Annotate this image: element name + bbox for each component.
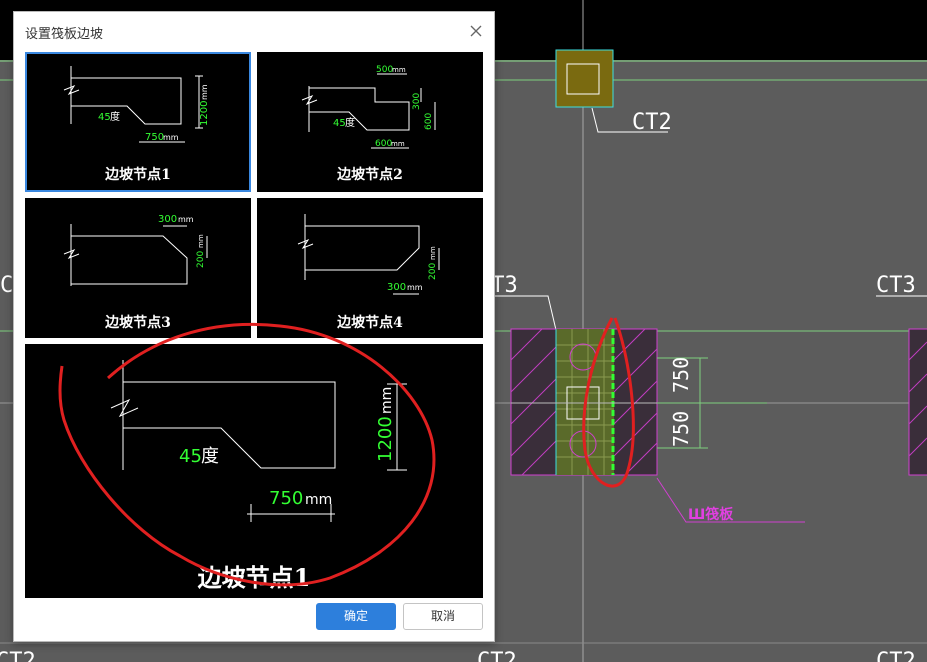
n1-angle-unit: 度: [110, 110, 120, 123]
ct3-right-hatch: [908, 341, 927, 457]
slope-node-3-caption: 边坡节点3: [105, 315, 171, 331]
n3-width: 300: [158, 214, 177, 225]
n2-angle: 45: [333, 118, 346, 129]
n2-top-width: 500: [376, 65, 393, 75]
preview-height-unit: mm: [379, 387, 395, 414]
slope-node-4-caption: 边坡节点4: [337, 315, 403, 331]
n3-width-unit: mm: [178, 215, 194, 224]
cad-label-ct2: CT2: [632, 110, 672, 135]
slope-node-3-diagram: 300 mm 200 mm: [63, 214, 208, 286]
preview-height: 1200: [375, 416, 396, 462]
dialog-titlebar[interactable]: 设置筏板边坡: [14, 12, 494, 50]
ct2-leader: [591, 107, 668, 133]
dialog-title: 设置筏板边坡: [25, 27, 104, 42]
n1-width: 750: [145, 132, 164, 143]
red-annotation-cad: [582, 317, 635, 488]
slope-node-2[interactable]: 500 mm 300 600 45 度 600 mm 边坡节点2: [257, 52, 483, 192]
n1-angle: 45: [98, 112, 111, 123]
n1-width-unit: mm: [163, 133, 179, 142]
cad-label-left: C: [0, 273, 13, 298]
preview-width: 750: [269, 488, 303, 509]
magenta-label: Ш筏板: [688, 506, 734, 523]
n1-height-unit: mm: [200, 84, 209, 100]
n2-top-width-unit: mm: [392, 66, 406, 74]
ok-button[interactable]: 确定: [316, 603, 396, 630]
preview-width-unit: mm: [305, 492, 332, 508]
slope-preview: 45 度 1200 mm 750 mm 边坡节点1: [25, 344, 483, 598]
n1-height: 1200: [199, 101, 210, 126]
n4-height: 200: [428, 263, 438, 280]
n2-bottom-width-unit: mm: [391, 140, 405, 148]
dim-750-top: 750: [669, 357, 693, 393]
cancel-button[interactable]: 取消: [403, 603, 483, 630]
n2-angle-unit: 度: [345, 116, 355, 129]
ct3-dimension-lines: [657, 357, 767, 449]
slope-node-4[interactable]: 300 mm 200 mm 边坡节点4: [257, 198, 483, 338]
ct3-right-footing[interactable]: [908, 328, 927, 476]
ct2-column: [566, 63, 600, 95]
n3-height: 200: [196, 251, 206, 268]
n2-height: 600: [424, 113, 434, 130]
n4-width: 300: [387, 282, 406, 293]
ct3-leader: [478, 295, 557, 331]
slope-dialog: 设置筏板边坡 45 度 1200 mm 750 mm 边坡节点1: [13, 11, 495, 642]
magenta-leader: [656, 477, 805, 523]
dim-750-bottom: 750: [669, 411, 693, 447]
ct2-footing[interactable]: [555, 49, 614, 108]
close-icon[interactable]: [468, 23, 484, 39]
n4-width-unit: mm: [407, 283, 423, 292]
cad-label-ct3-right: CT3: [876, 273, 916, 298]
n2-step-height: 300: [412, 93, 422, 110]
cad-label-bottom-center: CT2: [477, 649, 517, 662]
preview-angle: 45: [179, 446, 202, 467]
slope-node-4-diagram: 300 mm 200 mm: [297, 214, 440, 295]
slope-node-2-caption: 边坡节点2: [337, 167, 403, 183]
ct3-hatch: [510, 328, 658, 476]
slope-preview-caption: 边坡节点1: [197, 563, 311, 592]
cad-label-bottom-right: CT2: [876, 649, 916, 662]
slope-node-1[interactable]: 45 度 1200 mm 750 mm 边坡节点1: [25, 52, 251, 192]
slope-node-1-diagram: 45 度 1200 mm 750 mm: [63, 66, 210, 143]
n3-height-unit: mm: [197, 234, 205, 248]
slope-node-3[interactable]: 300 mm 200 mm 边坡节点3: [25, 198, 251, 338]
slope-node-1-caption: 边坡节点1: [105, 167, 171, 183]
preview-angle-unit: 度: [201, 446, 219, 467]
n4-height-unit: mm: [429, 246, 437, 260]
n2-bottom-width: 600: [375, 139, 392, 149]
cad-label-bottom-left: CT2: [0, 649, 36, 662]
slope-node-2-diagram: 500 mm 300 600 45 度 600 mm: [301, 65, 436, 149]
